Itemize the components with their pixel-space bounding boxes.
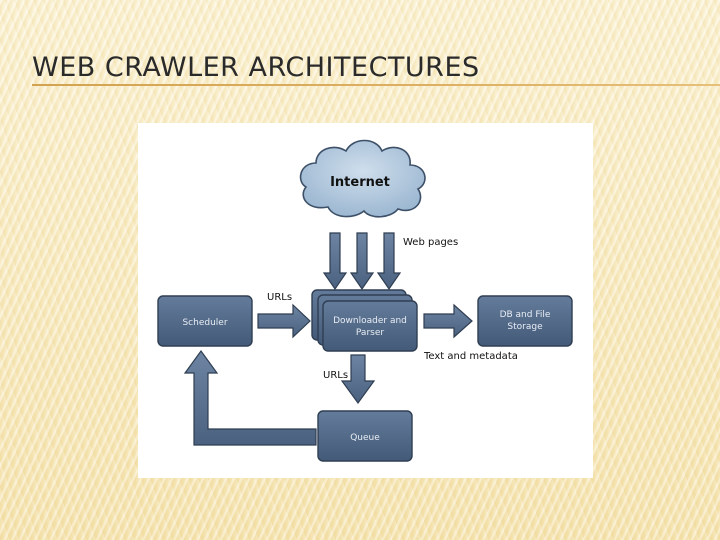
queue-label: Queue <box>350 433 380 443</box>
web-pages-arrows <box>322 232 402 291</box>
scheduler-node: Scheduler <box>157 295 253 347</box>
internet-cloud: Internet <box>299 139 426 218</box>
downloader-parser-node: Downloader and Parser <box>311 289 418 352</box>
queue-to-scheduler-arrow <box>183 349 317 446</box>
slide-title: WEB CRAWLER ARCHITECTURES <box>32 52 480 83</box>
architecture-diagram: Internet Web pages Scheduler URLs Downlo… <box>157 139 573 462</box>
urls-in-label: URLs <box>267 292 292 303</box>
storage-label-line1: DB and File <box>500 310 551 320</box>
web-pages-label: Web pages <box>403 237 458 248</box>
scheduler-label: Scheduler <box>182 318 227 328</box>
text-metadata-label: Text and metadata <box>423 351 518 362</box>
db-file-storage-node: DB and File Storage <box>477 295 573 347</box>
text-metadata-arrow <box>423 303 473 339</box>
urls-to-queue-arrow <box>340 354 376 405</box>
storage-label-line2: Storage <box>507 322 543 332</box>
urls-to-downloader-arrow <box>257 303 311 339</box>
downloader-label-line2: Parser <box>356 328 384 338</box>
queue-node: Queue <box>317 410 413 462</box>
downloader-label-line1: Downloader and <box>333 316 407 326</box>
title-divider <box>32 84 720 86</box>
internet-label: Internet <box>330 175 390 190</box>
urls-out-label: URLs <box>323 370 348 381</box>
diagram-panel: Internet Web pages Scheduler URLs Downlo… <box>138 123 593 478</box>
